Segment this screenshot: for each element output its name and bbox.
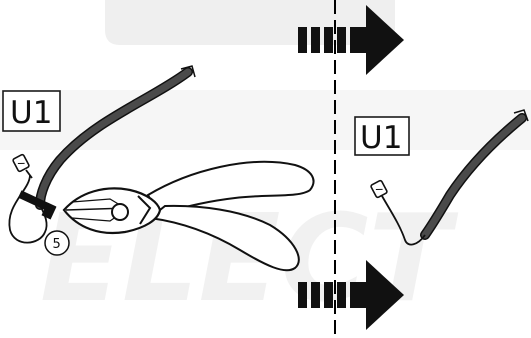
component-label-text: U1 (10, 95, 52, 131)
component-label-text: U1 (360, 120, 402, 156)
wire-end (381, 195, 426, 246)
direction-arrow-icon (298, 260, 404, 330)
connector-icon (12, 153, 30, 173)
cable (35, 65, 196, 210)
step-number-badge: 5 (44, 230, 70, 256)
diagonal-cutter-pliers-icon (62, 160, 315, 272)
component-label: U1 (2, 90, 61, 132)
direction-arrow-icon (298, 5, 404, 75)
cable (420, 109, 529, 240)
step-number-text: 5 (53, 237, 61, 252)
cable-tie (18, 190, 57, 220)
connector-icon (370, 179, 388, 199)
component-label: U1 (354, 116, 410, 156)
